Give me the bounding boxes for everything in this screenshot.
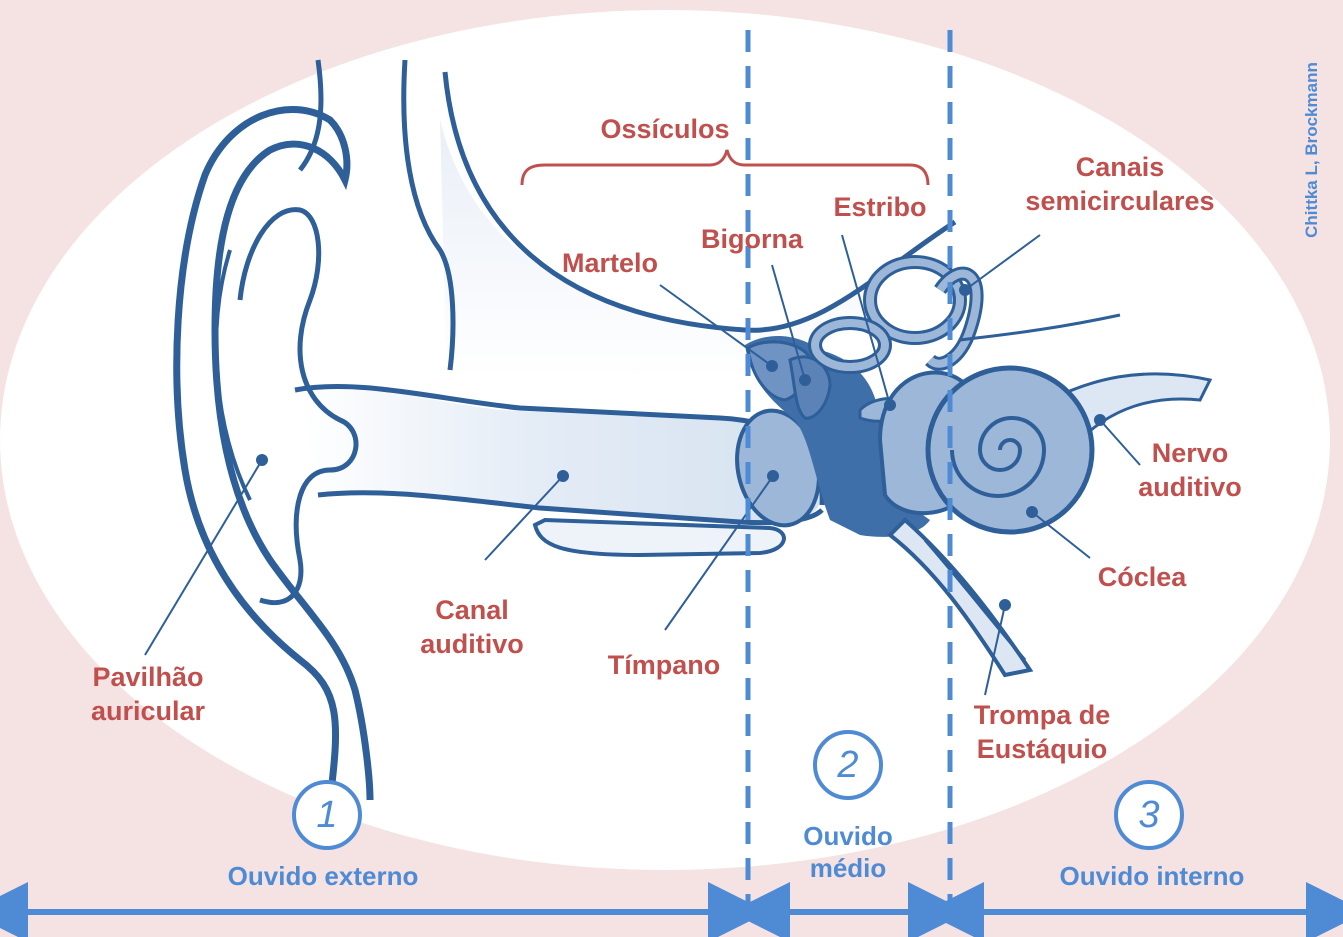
region-label-middle-line-2: médio (803, 852, 893, 884)
timpano-label: Tímpano (608, 648, 721, 682)
leader-dot-martelo (767, 361, 777, 371)
leader-dot-bigorna (800, 375, 810, 385)
trompa-line-1: Trompa de (974, 698, 1111, 732)
pavilhao-label: Pavilhão auricular (91, 660, 205, 728)
pavilhao-line-1: Pavilhão (91, 660, 205, 694)
leader-dot-canais (960, 285, 970, 295)
bigorna-label: Bigorna (701, 222, 803, 256)
region-number-3: 3 (1114, 780, 1184, 850)
leader-dot-canal (558, 471, 568, 481)
pavilhao-line-2: auricular (91, 694, 205, 728)
leader-dot-nervo (1095, 415, 1105, 425)
credit-text: Chittka L, Brockmann (1292, 20, 1332, 280)
credit-label: Chittka L, Brockmann (1302, 62, 1322, 238)
leader-dot-pavilhao (257, 455, 267, 465)
region-number-1: 1 (292, 780, 362, 850)
leader-dot-coclea (1027, 507, 1037, 517)
canais-line-2: semicirculares (1025, 184, 1214, 218)
region-number-2: 2 (813, 730, 883, 800)
region-label-middle-line-1: Ouvido (803, 820, 893, 852)
canal-line-1: Canal (420, 593, 524, 627)
region-label-inner: Ouvido interno (1060, 860, 1245, 892)
canais-label: Canais semicirculares (1025, 150, 1214, 218)
nervo-line-1: Nervo (1138, 436, 1242, 470)
martelo-label: Martelo (562, 246, 658, 280)
ossicles-label: Ossículos (600, 112, 729, 146)
trompa-label: Trompa de Eustáquio (974, 698, 1111, 766)
leader-dot-trompa (1000, 600, 1010, 610)
region-label-middle: Ouvido médio (803, 820, 893, 884)
leader-dot-timpano (768, 471, 778, 481)
canais-line-1: Canais (1025, 150, 1214, 184)
estribo-label: Estribo (833, 190, 926, 224)
leader-dot-estribo (885, 400, 895, 410)
trompa-line-2: Eustáquio (974, 732, 1111, 766)
canal-label: Canal auditivo (420, 593, 524, 661)
region-label-outer: Ouvido externo (228, 860, 419, 892)
nervo-label: Nervo auditivo (1138, 436, 1242, 504)
canal-line-2: auditivo (420, 627, 524, 661)
nervo-line-2: auditivo (1138, 470, 1242, 504)
coclea-label: Cóclea (1098, 560, 1187, 594)
